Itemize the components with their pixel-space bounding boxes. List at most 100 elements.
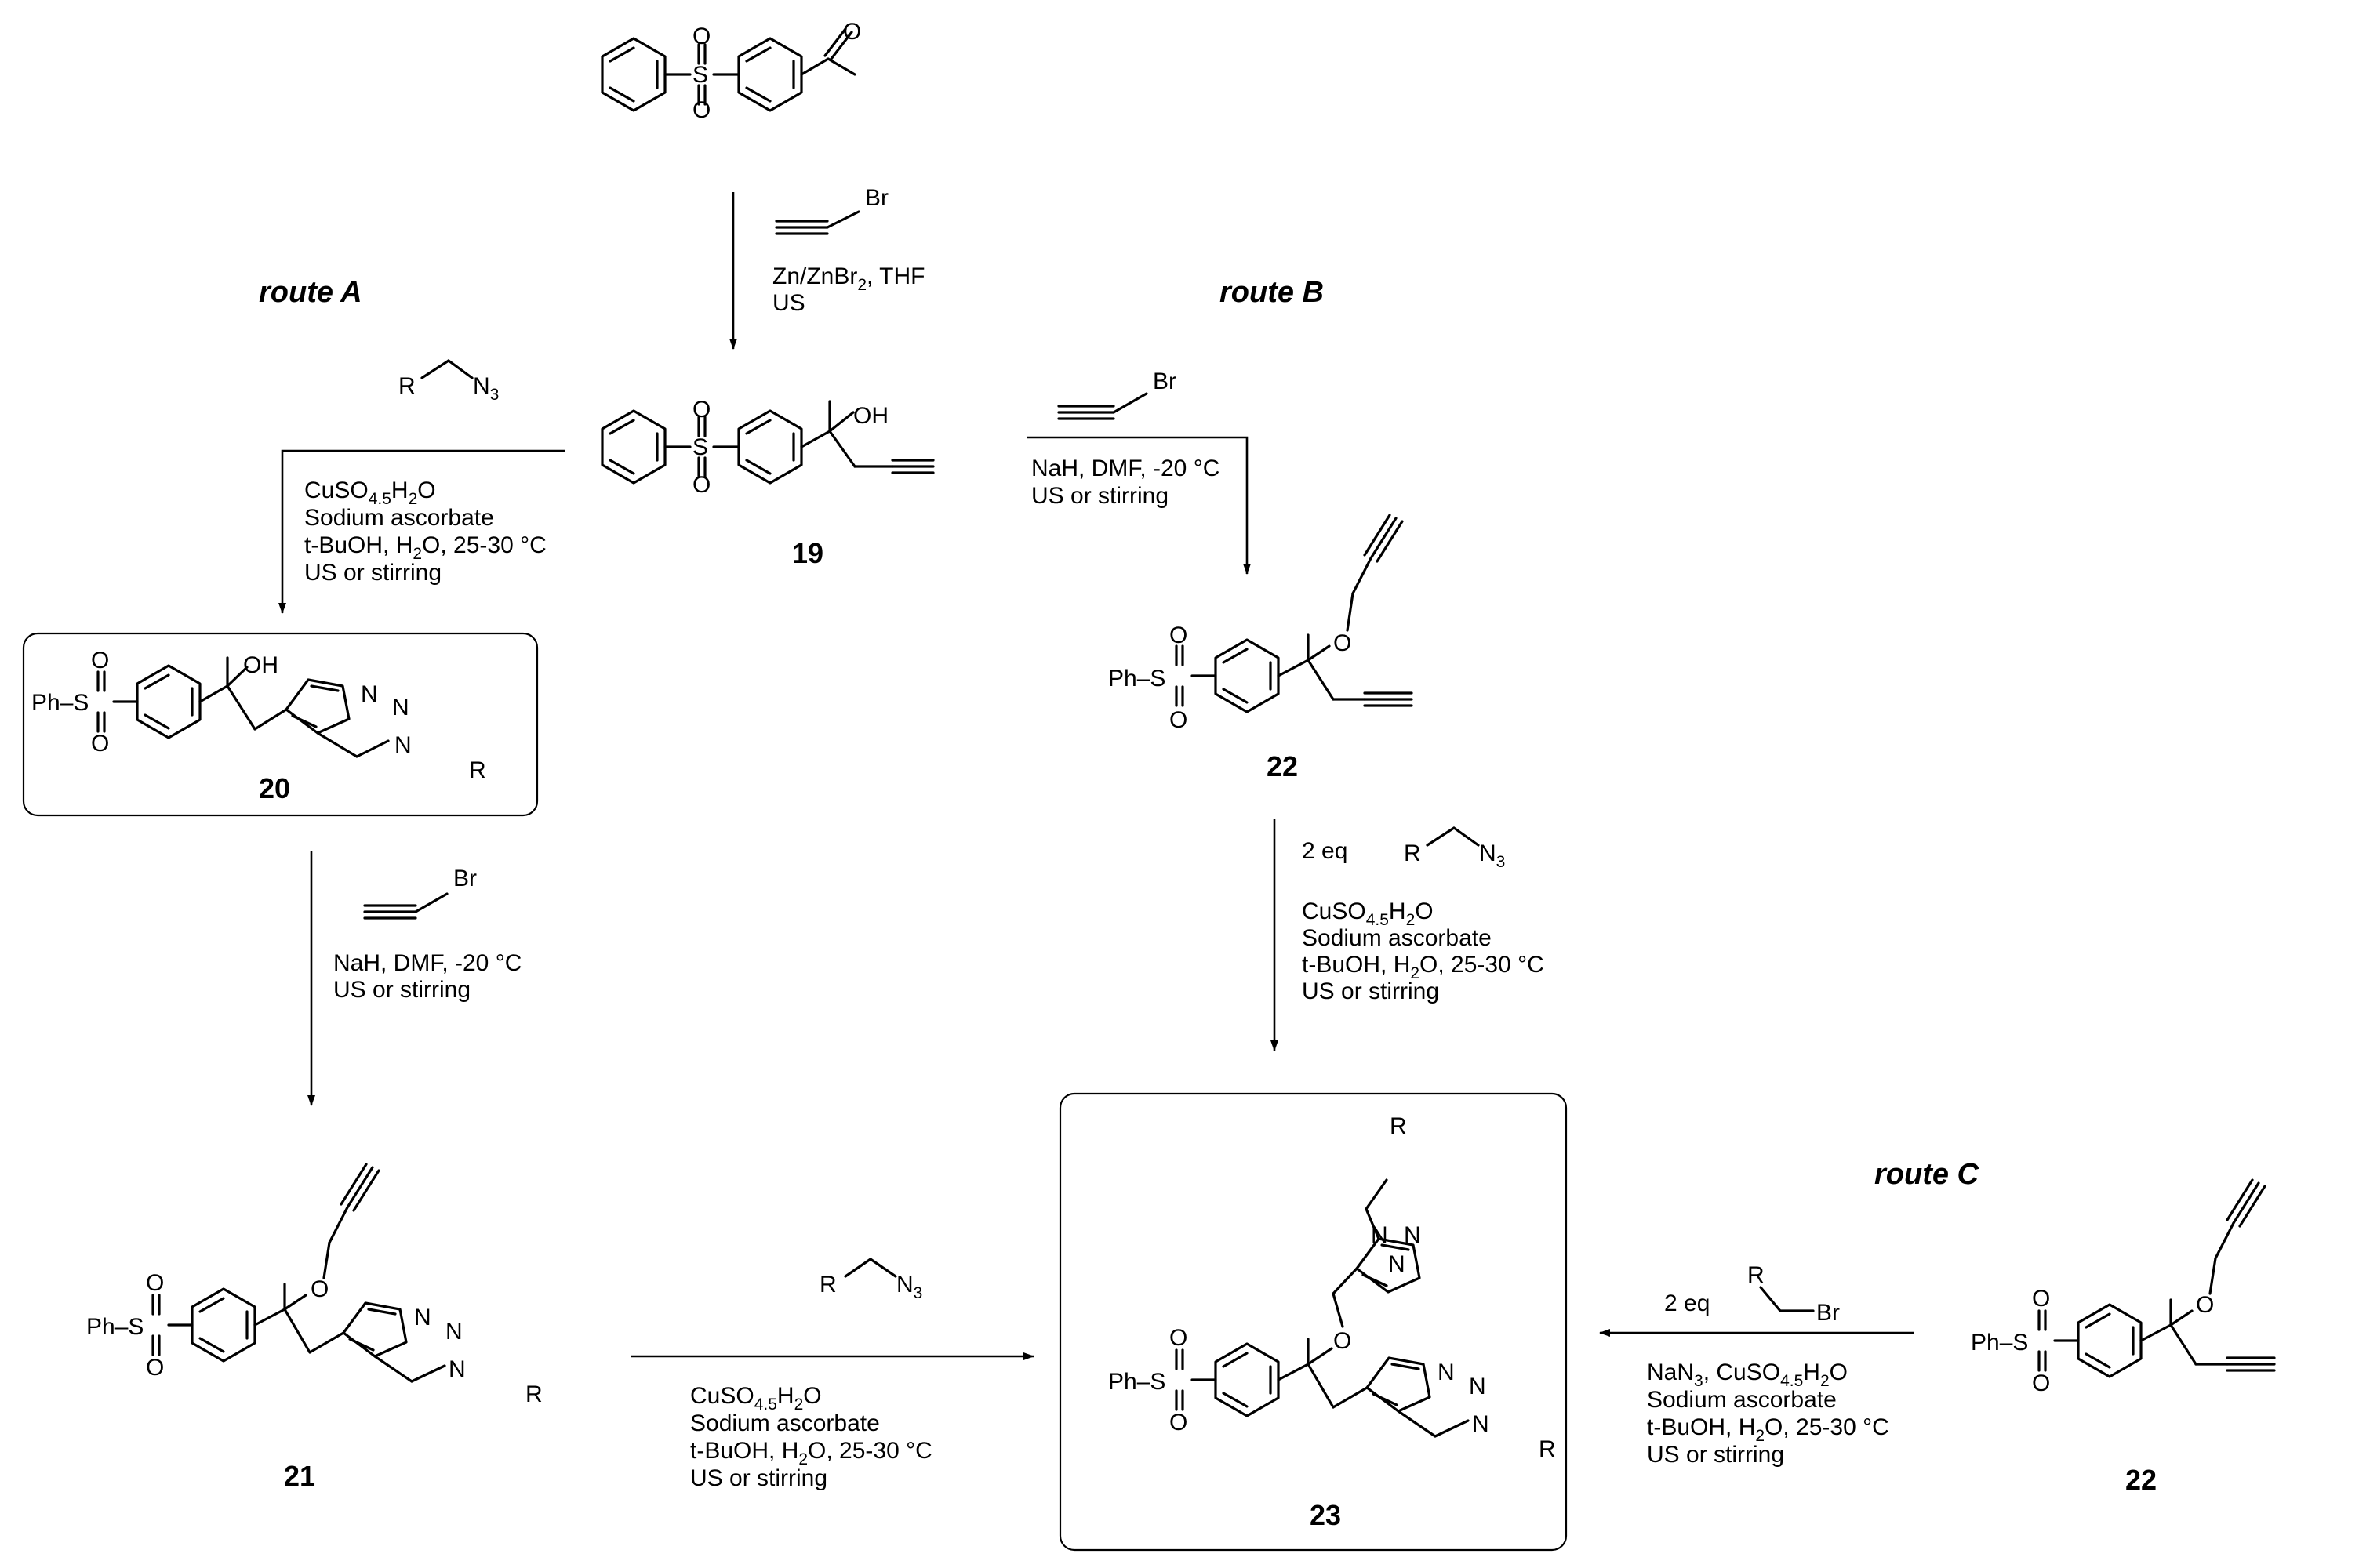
routeA3-condition-line3: t-BuOH, H2O, 25-30 °C — [690, 1438, 932, 1468]
c22b-ether-o: O — [2196, 1292, 2214, 1318]
c23-ph-s: Ph–S — [1108, 1369, 1165, 1395]
c23-ether-o: O — [1333, 1328, 1351, 1354]
routeB1-br: Br — [1153, 368, 1176, 394]
routeB1-condition-line1: NaH, DMF, -20 °C — [1031, 456, 1219, 481]
routeA2-propargyl-bromide — [363, 892, 449, 920]
c21-o2: O — [146, 1355, 164, 1381]
routeC-condition-line3: t-BuOH, H2O, 25-30 °C — [1647, 1414, 1889, 1445]
c23-lower-r: R — [1539, 1436, 1556, 1462]
compound-23-label: 23 — [1310, 1499, 1341, 1531]
c19-o2: O — [692, 472, 711, 498]
routeB2-eq: 2 eq — [1302, 838, 1347, 864]
compound-22b-structure — [2037, 1178, 2276, 1378]
routeC-condition-line1: NaN3, CuSO4.5H2O — [1647, 1359, 1848, 1390]
c19-o1: O — [692, 397, 711, 423]
step1-br: Br — [865, 185, 889, 211]
c21-n1: N — [449, 1356, 466, 1382]
route-c-label: route C — [1874, 1158, 1979, 1191]
c22-o2: O — [1169, 707, 1187, 733]
routeA3-azide-n3: N3 — [896, 1272, 922, 1302]
compound-22b-label: 22 — [2125, 1464, 2157, 1496]
routeC-eq: 2 eq — [1664, 1290, 1710, 1316]
start-ketone — [601, 27, 856, 112]
c22b-o2: O — [2032, 1370, 2050, 1396]
ketone-sulfonyl-o2: O — [692, 97, 711, 123]
c20-o2: O — [91, 731, 109, 757]
routeB1-propargyl-bromide — [1057, 392, 1148, 420]
ketone-oxygen: O — [843, 19, 861, 45]
routeB2-condition-line2: Sodium ascorbate — [1302, 925, 1492, 951]
routeB1-condition-line2: US or stirring — [1031, 483, 1169, 509]
compound-21-structure — [151, 1163, 446, 1383]
routeA3-azide — [844, 1258, 897, 1278]
c21-r: R — [525, 1381, 543, 1407]
routeB2-azide-r: R — [1404, 840, 1421, 866]
step1-condition-line2: US — [772, 290, 805, 316]
c20-ph-s: Ph–S — [31, 690, 89, 716]
routeC-condition-line4: US or stirring — [1647, 1442, 1784, 1468]
compound-20-box — [22, 632, 539, 817]
routeA1-arrow — [278, 449, 565, 614]
routeA2-condition-line2: US or stirring — [333, 977, 471, 1003]
route-a-label: route A — [259, 276, 362, 309]
routeB1-arrow — [1027, 436, 1251, 575]
c19-s: S — [692, 434, 708, 460]
compound-22-label: 22 — [1267, 750, 1298, 782]
c21-n3: N — [414, 1305, 431, 1330]
c20-n2: N — [392, 695, 409, 720]
step1-condition-line1: Zn/ZnBr2, THF — [772, 263, 925, 294]
c21-ether-o: O — [311, 1276, 329, 1302]
c23-lower-n2: N — [1469, 1374, 1486, 1399]
routeB2-condition-line3: t-BuOH, H2O, 25-30 °C — [1302, 952, 1544, 982]
routeA3-condition-line2: Sodium ascorbate — [690, 1410, 880, 1436]
compound-19-label: 19 — [792, 537, 823, 569]
routeB2-condition-line4: US or stirring — [1302, 978, 1439, 1004]
routeC-br: Br — [1816, 1300, 1840, 1326]
c20-r: R — [469, 757, 486, 783]
c20-oh: OH — [243, 652, 278, 678]
c21-o1: O — [146, 1270, 164, 1296]
c22b-ph-s: Ph–S — [1971, 1330, 2028, 1356]
routeA1-azide — [420, 359, 474, 379]
routeA1-condition-line3: t-BuOH, H2O, 25-30 °C — [304, 532, 547, 563]
step1-propargyl-bromide — [775, 210, 860, 235]
c20-n3: N — [361, 681, 378, 707]
compound-20-structure — [96, 656, 390, 758]
routeA1-azide-r: R — [398, 373, 416, 399]
c19-oh: OH — [853, 403, 889, 429]
routeA1-condition-line2: Sodium ascorbate — [304, 505, 494, 531]
compound-20-label: 20 — [259, 772, 290, 804]
c22-o1: O — [1169, 622, 1187, 648]
c23-upper-r: R — [1390, 1113, 1407, 1139]
compound-21-label: 21 — [284, 1460, 315, 1492]
c20-n1: N — [394, 732, 412, 758]
routeB2-azide-n3: N3 — [1479, 840, 1505, 871]
compound-23-box — [1059, 1092, 1568, 1552]
compound-19-structure — [601, 400, 935, 485]
routeC-alkyl-bromide — [1759, 1286, 1815, 1312]
routeB2-azide — [1426, 826, 1480, 847]
routeA1-azide-n3: N3 — [473, 373, 499, 404]
compound-23-structure — [1175, 1178, 1470, 1438]
c23-upper-n2: N — [1404, 1222, 1421, 1248]
compound-22-structure — [1175, 514, 1413, 713]
c23-upper-n3: N — [1388, 1251, 1405, 1277]
c22-ph-s: Ph–S — [1108, 666, 1165, 691]
routeA1-condition-line4: US or stirring — [304, 560, 442, 586]
ketone-sulfur: S — [692, 62, 708, 88]
routeA2-br: Br — [453, 866, 477, 891]
routeB2-condition-line1: CuSO4.5H2O — [1302, 898, 1434, 929]
c23-lower-n3: N — [1438, 1359, 1455, 1385]
routeC-condition-line2: Sodium ascorbate — [1647, 1387, 1837, 1413]
routeA1-condition-line1: CuSO4.5H2O — [304, 477, 436, 508]
c21-ph-s: Ph–S — [86, 1314, 144, 1340]
c23-o1: O — [1169, 1325, 1187, 1351]
c20-o1: O — [91, 648, 109, 673]
route-b-label: route B — [1219, 276, 1324, 309]
c23-lower-n1: N — [1472, 1411, 1489, 1437]
routeA2-condition-line1: NaH, DMF, -20 °C — [333, 950, 522, 976]
routeA3-azide-r: R — [820, 1272, 837, 1298]
c22b-o1: O — [2032, 1286, 2050, 1312]
routeA3-condition-line4: US or stirring — [690, 1465, 827, 1491]
c23-o2: O — [1169, 1410, 1187, 1436]
